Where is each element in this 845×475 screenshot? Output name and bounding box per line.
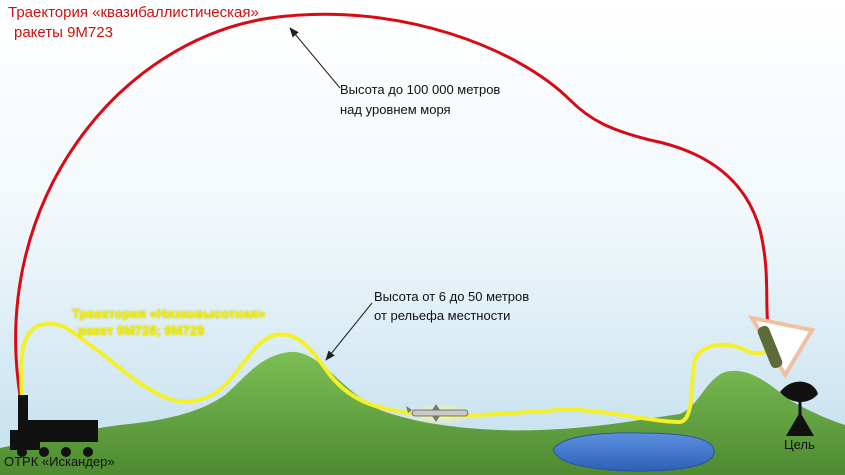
lowalt-label-line2: ракет 9М728; 9М729 — [78, 323, 205, 338]
ballistic-trajectory — [14, 12, 770, 397]
height-note-high-line1: Высота до 100 000 метров — [340, 82, 501, 97]
launcher-vehicle-icon — [10, 395, 98, 457]
radar-dish-icon — [780, 381, 818, 436]
ballistic-missile-icon — [748, 315, 816, 379]
arrow-low — [325, 302, 373, 361]
lowalt-label-line1: Траектория «Низковысотная» — [72, 306, 266, 321]
launcher-label: ОТРК «Искандер» — [4, 454, 115, 469]
cruise-missile-icon — [406, 403, 474, 425]
ballistic-label-line2: ракеты 9М723 — [14, 24, 113, 41]
target-label: Цель — [784, 437, 815, 452]
height-note-high-line2: над уровнем моря — [340, 102, 451, 117]
lowalt-trajectory — [18, 321, 777, 425]
ballistic-label-line1: Траектория «квазибаллистическая» — [8, 4, 259, 21]
height-note-low-line1: Высота от 6 до 50 метров — [374, 289, 530, 304]
height-note-low-line2: от рельефа местности — [374, 308, 511, 323]
lake — [553, 432, 715, 472]
arrow-high — [289, 27, 341, 89]
